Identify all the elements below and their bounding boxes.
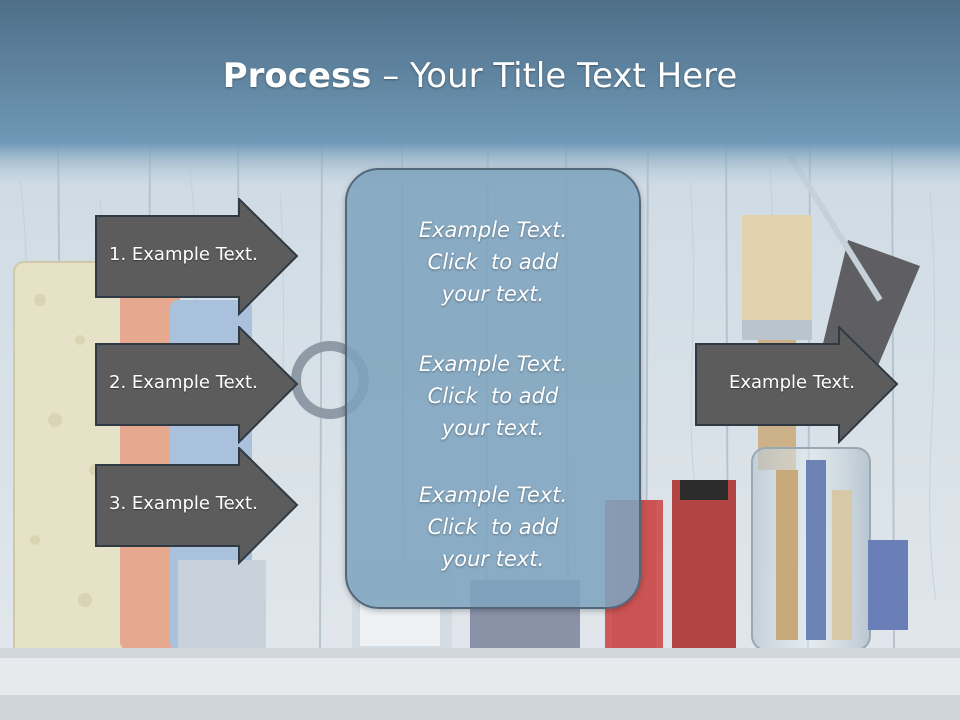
paragraph-line: your text. xyxy=(441,547,545,571)
paragraph-line: Example Text. xyxy=(418,352,568,376)
center-paragraph-2: Example Text. Click to add your text. xyxy=(347,348,639,444)
result-arrow[interactable]: Example Text. xyxy=(695,326,900,444)
center-text-box[interactable]: Example Text. Click to add your text. Ex… xyxy=(345,168,641,609)
title-bold: Process xyxy=(222,56,372,96)
arrow-2-label: 2. Example Text. xyxy=(109,372,258,393)
arrow-3-label: 3. Example Text. xyxy=(109,493,258,514)
paragraph-line: Click to add xyxy=(427,384,559,408)
process-arrow-2[interactable]: 2. Example Text. xyxy=(95,326,300,444)
paragraph-line: Click to add xyxy=(427,250,559,274)
paragraph-line: your text. xyxy=(441,416,545,440)
result-arrow-label: Example Text. xyxy=(729,372,855,393)
paragraph-line: Click to add xyxy=(427,515,559,539)
slide-title: Process – Your Title Text Here xyxy=(0,52,960,100)
process-arrow-1[interactable]: 1. Example Text. xyxy=(95,198,300,316)
center-paragraph-3: Example Text. Click to add your text. xyxy=(347,479,639,575)
title-rest: – Your Title Text Here xyxy=(371,56,738,96)
arrow-1-label: 1. Example Text. xyxy=(109,244,258,265)
paragraph-line: your text. xyxy=(441,282,545,306)
center-paragraph-1: Example Text. Click to add your text. xyxy=(347,214,639,310)
paragraph-line: Example Text. xyxy=(418,483,568,507)
process-arrow-3[interactable]: 3. Example Text. xyxy=(95,447,300,565)
paragraph-line: Example Text. xyxy=(418,218,568,242)
